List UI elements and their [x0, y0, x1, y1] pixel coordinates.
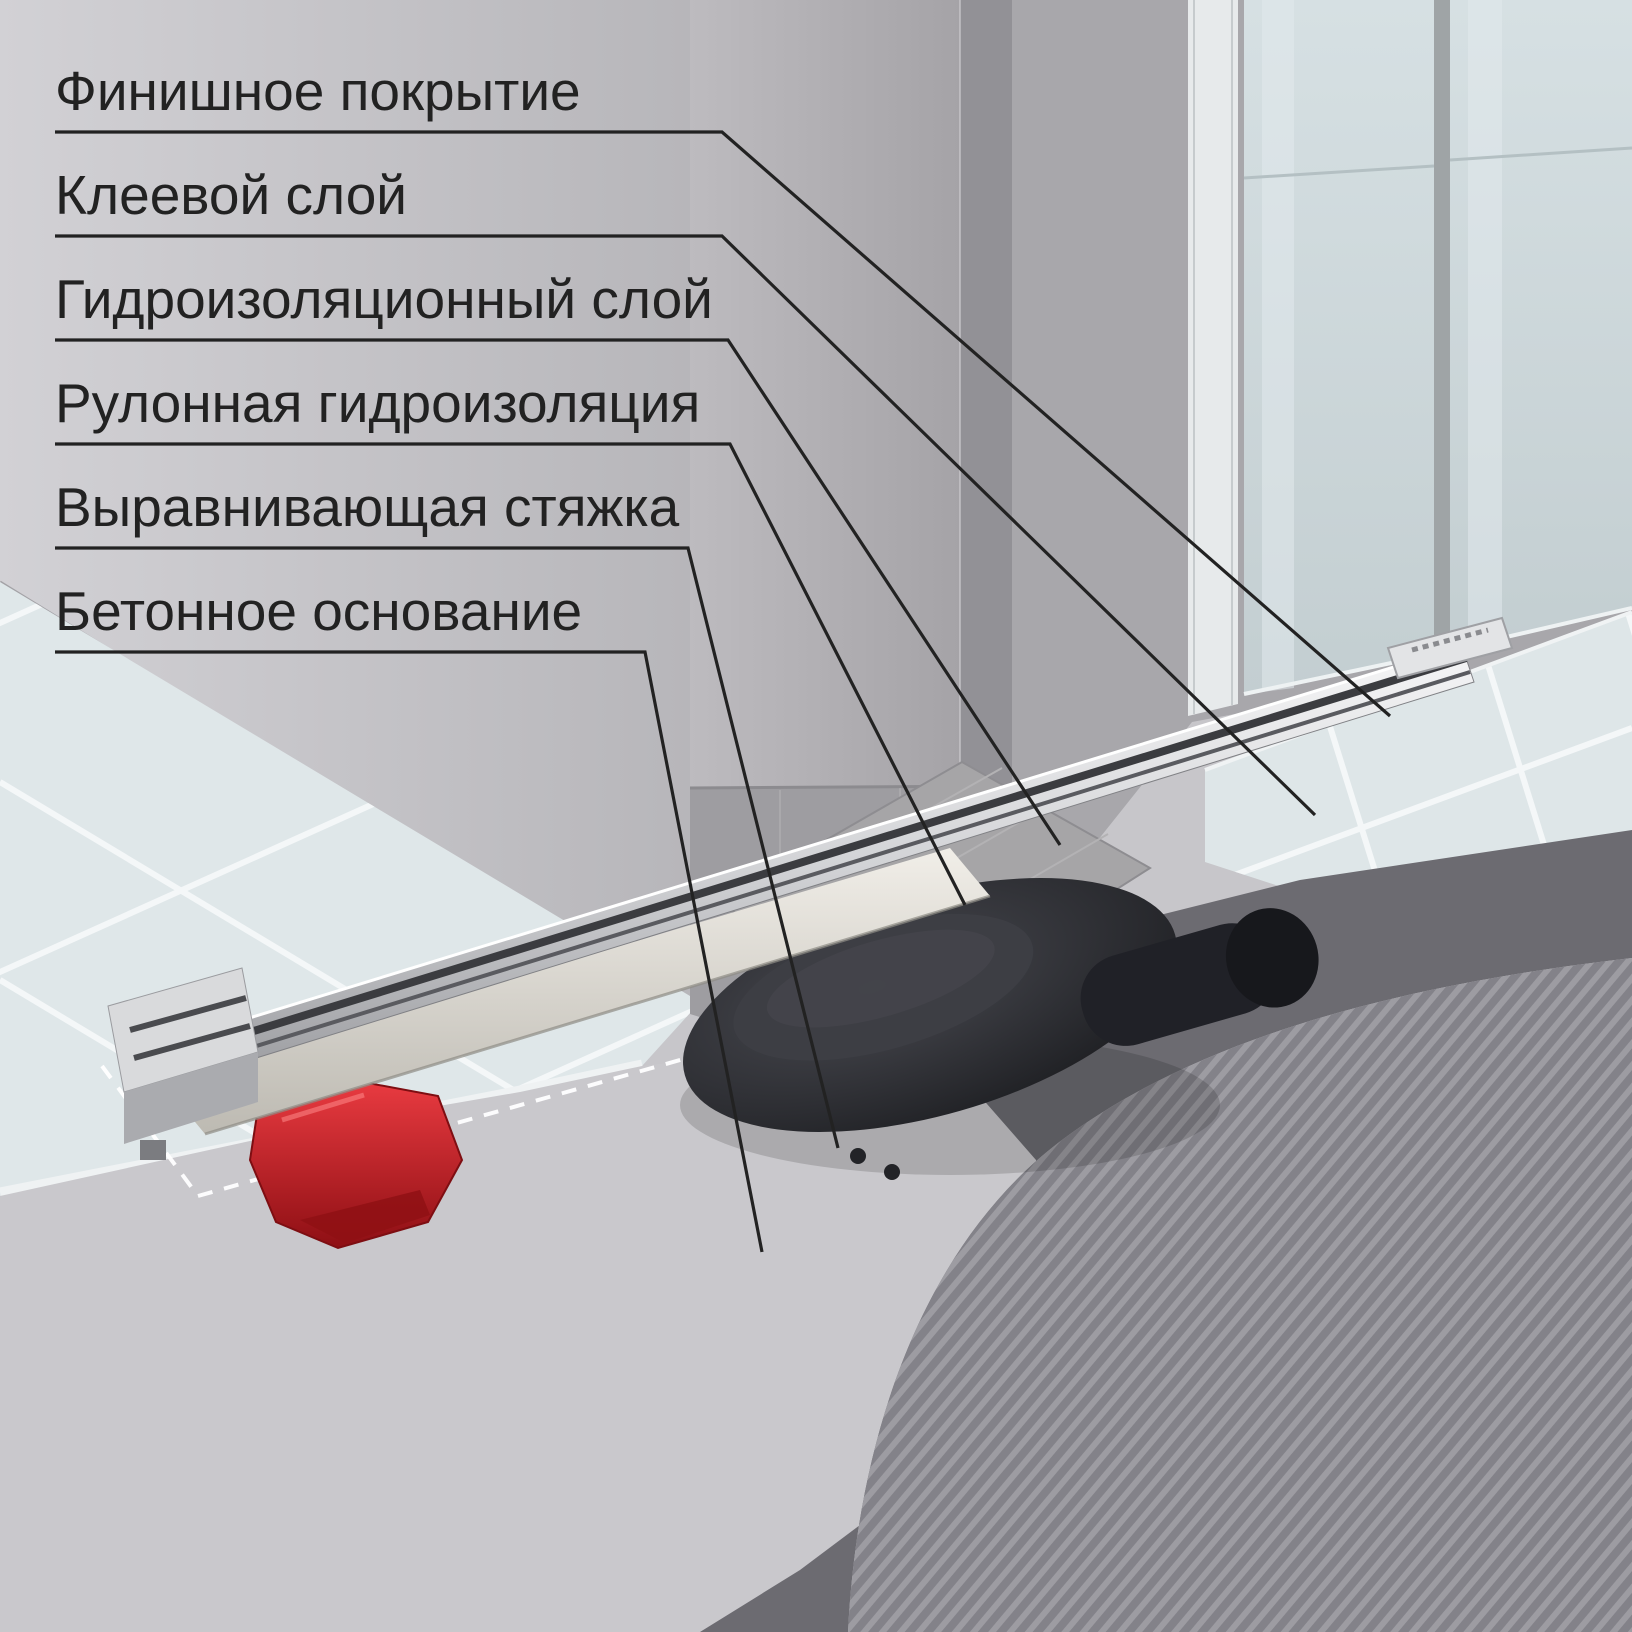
- leader-line-finish-coating: [55, 130, 1392, 718]
- drain-grate-slot-1: [164, 654, 1468, 1062]
- leader-line-waterproofing-layer: [55, 338, 1062, 846]
- label-roll-waterproofing: Рулонная гидроизоляция: [55, 372, 700, 434]
- leader-line-concrete-base: [55, 650, 764, 1253]
- glass-panel-left-seam: [1243, 164, 1435, 180]
- label-finish-coating: Финишное покрытие: [55, 60, 581, 122]
- glass-panel-right-highlight: [1468, 0, 1502, 648]
- drain-grate-highlight: [157, 644, 1463, 1048]
- channel-end-cap: [107, 967, 259, 1160]
- label-callouts: Финишное покрытие Клеевой слой Гидроизол…: [55, 60, 1392, 1253]
- left-wall: [0, 0, 690, 1012]
- channel-flange-edge: [204, 894, 991, 1136]
- channel-flange: [162, 848, 990, 1134]
- label-adhesive-layer: Клеевой слой: [55, 164, 407, 226]
- trap-bolt-2: [884, 1164, 900, 1180]
- shower-glass: [1188, 0, 1632, 716]
- drain-grate-slot-2: [171, 670, 1471, 1074]
- leader-line-leveling-screed: [55, 546, 840, 1149]
- label-concrete-base: Бетонное основание: [55, 580, 582, 642]
- leader-line-roll-waterproofing: [55, 442, 967, 906]
- drain-channel: [107, 616, 1514, 1160]
- glass-frame-post: [1188, 0, 1238, 716]
- label-waterproofing-layer: Гидроизоляционный слой: [55, 268, 713, 330]
- leader-line-adhesive-layer: [55, 234, 1317, 817]
- screed-concrete-cut: [0, 1052, 1048, 1632]
- trap-bolt-1: [850, 1148, 866, 1164]
- glass-panel-gap: [1434, 0, 1450, 654]
- drain-brand-plate: [1386, 616, 1514, 680]
- trap-outlet-opening: [1225, 908, 1319, 1008]
- glass-panel-right-seam: [1449, 146, 1632, 162]
- label-leveling-screed: Выравнивающая стяжка: [55, 476, 680, 538]
- glass-panel-left-highlight: [1262, 0, 1294, 692]
- combed-adhesive-ridges: [848, 958, 1632, 1632]
